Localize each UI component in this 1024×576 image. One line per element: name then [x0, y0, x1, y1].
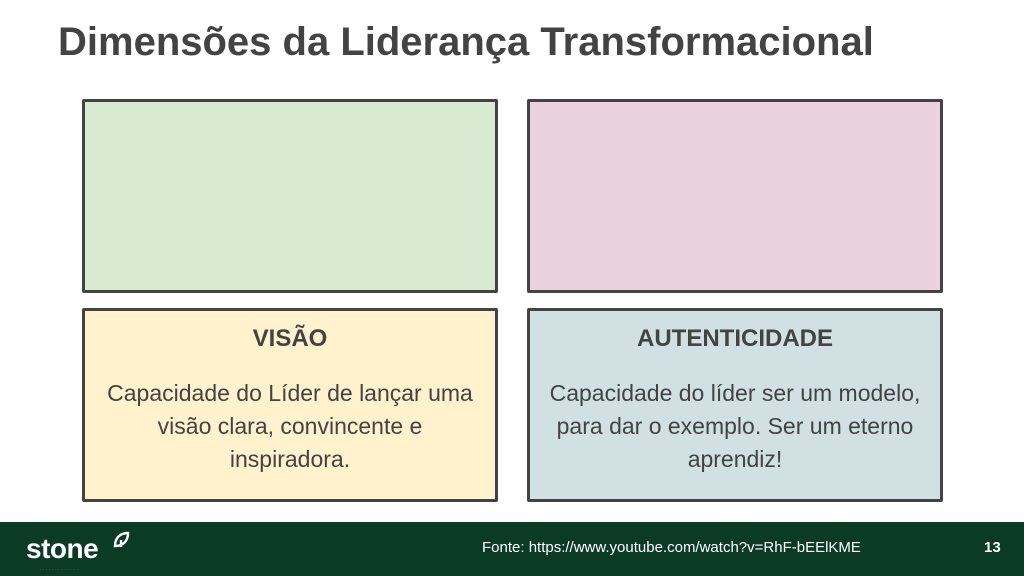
stone-logo: stone · · · · · · · · · · · · · [26, 530, 136, 572]
vision-heading: VISÃO [252, 325, 328, 352]
top-left-box [82, 99, 498, 293]
stone-leaf-icon [113, 531, 130, 548]
top-right-box [527, 99, 943, 293]
authenticity-description: Capacidade do líder ser um modelo, para … [549, 380, 921, 472]
page-number: 13 [984, 539, 1001, 556]
authenticity-heading: AUTENTICIDADE [637, 325, 833, 352]
slide-title: Dimensões da Liderança Transformacional [58, 20, 874, 64]
vision-description: Capacidade do Líder de lançar uma visão … [107, 380, 473, 472]
footer-bar: stone · · · · · · · · · · · · · Fonte: h… [0, 522, 1024, 576]
logo-tagline: · · · · · · · · · · · · · [40, 567, 79, 572]
source-link[interactable]: Fonte: https://www.youtube.com/watch?v=R… [482, 539, 861, 556]
vision-box: VISÃO Capacidade do Líder de lançar uma … [82, 308, 498, 502]
authenticity-box: AUTENTICIDADE Capacidade do líder ser um… [527, 308, 943, 502]
logo-text: stone [26, 533, 99, 564]
